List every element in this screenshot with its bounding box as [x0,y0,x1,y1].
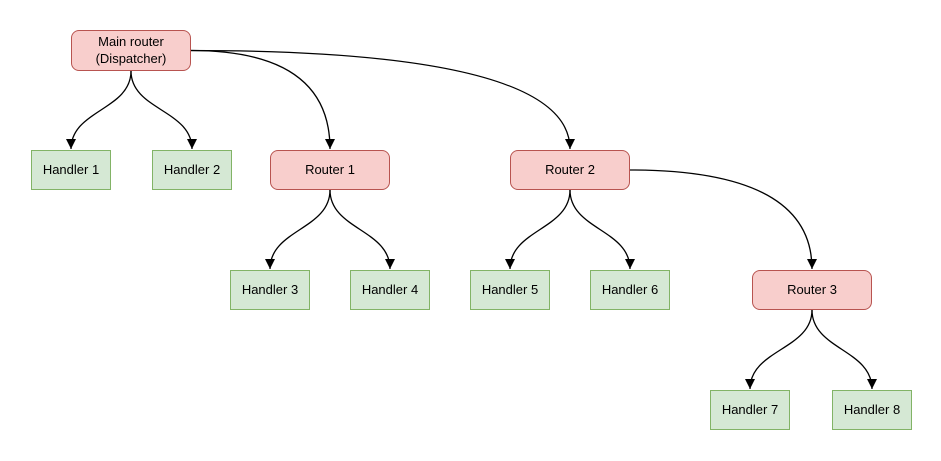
node-handler-7: Handler 7 [710,390,790,430]
node-handler-6: Handler 6 [590,270,670,310]
node-handler-3: Handler 3 [230,270,310,310]
node-router-3: Router 3 [752,270,872,310]
node-router-2-label: Router 2 [545,161,595,177]
edge-router1-to-handler3 [265,189,331,270]
edge-router3-to-handler8 [811,309,877,390]
node-handler-6-label: Handler 6 [601,281,659,297]
node-main-router: Main router (Dispatcher) [71,30,191,71]
node-handler-4-label: Handler 4 [361,281,419,297]
edge-router1-to-handler4 [329,189,395,270]
edge-router3-to-handler7 [745,309,813,390]
node-handler-3-label: Handler 3 [241,281,299,297]
node-handler-2-label: Handler 2 [163,161,221,177]
edge-main-to-router1 [190,49,335,150]
node-handler-8: Handler 8 [832,390,912,430]
node-handler-8-label: Handler 8 [843,401,901,417]
node-handler-1-label: Handler 1 [42,161,100,177]
node-main-router-label: Main router (Dispatcher) [95,33,167,66]
node-handler-7-label: Handler 7 [721,401,779,417]
node-handler-4: Handler 4 [350,270,430,310]
edge-main-to-router2 [190,49,575,150]
edge-router2-to-router3 [629,169,817,270]
node-router-1: Router 1 [270,150,390,190]
edge-router2-to-handler5 [505,189,571,270]
node-handler-2: Handler 2 [152,150,232,190]
node-router-3-label: Router 3 [787,281,837,297]
node-handler-5: Handler 5 [470,270,550,310]
edge-router2-to-handler6 [569,189,635,270]
node-router-2: Router 2 [510,150,630,190]
edge-main-to-handler2 [130,70,197,150]
edge-main-to-handler1 [66,70,132,150]
node-handler-1: Handler 1 [31,150,111,190]
node-router-1-label: Router 1 [305,161,355,177]
node-handler-5-label: Handler 5 [481,281,539,297]
